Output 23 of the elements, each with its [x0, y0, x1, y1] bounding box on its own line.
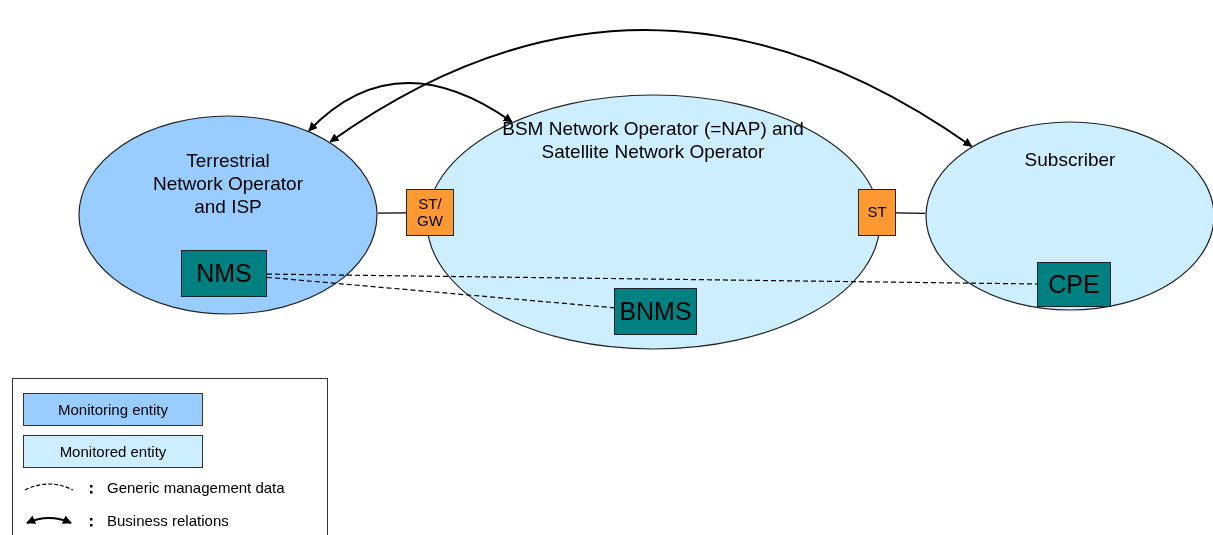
legend-text: Monitored entity [59, 443, 167, 460]
legend-text: Business relations [107, 512, 229, 529]
terminal-box [406, 189, 454, 236]
process-box [614, 288, 697, 335]
node-label: ST/ GW [416, 196, 444, 229]
terminal-box [858, 189, 896, 236]
node-label: Terrestrial Network Operator and ISP [153, 150, 303, 219]
process-box [181, 250, 267, 297]
curved-arrow [329, 29, 973, 148]
curved-arrow [307, 82, 513, 132]
node-label: Subscriber [1023, 149, 1117, 172]
dashed-line [266, 276, 615, 309]
legend-text: Generic management data [107, 479, 285, 496]
connector-line [377, 212, 407, 214]
node-label: NMS [196, 259, 252, 288]
node-label: CPE [1048, 270, 1100, 299]
node-label: BSM Network Operator (=NAP) and Satellite Network Operator [501, 118, 805, 164]
legend-text: Monitoring entity [57, 401, 169, 418]
node-label: ST [867, 204, 887, 221]
node-label: BNMS [619, 297, 692, 326]
connector-line [895, 212, 926, 214]
dashed-line [266, 273, 1038, 285]
process-box [1037, 262, 1111, 307]
